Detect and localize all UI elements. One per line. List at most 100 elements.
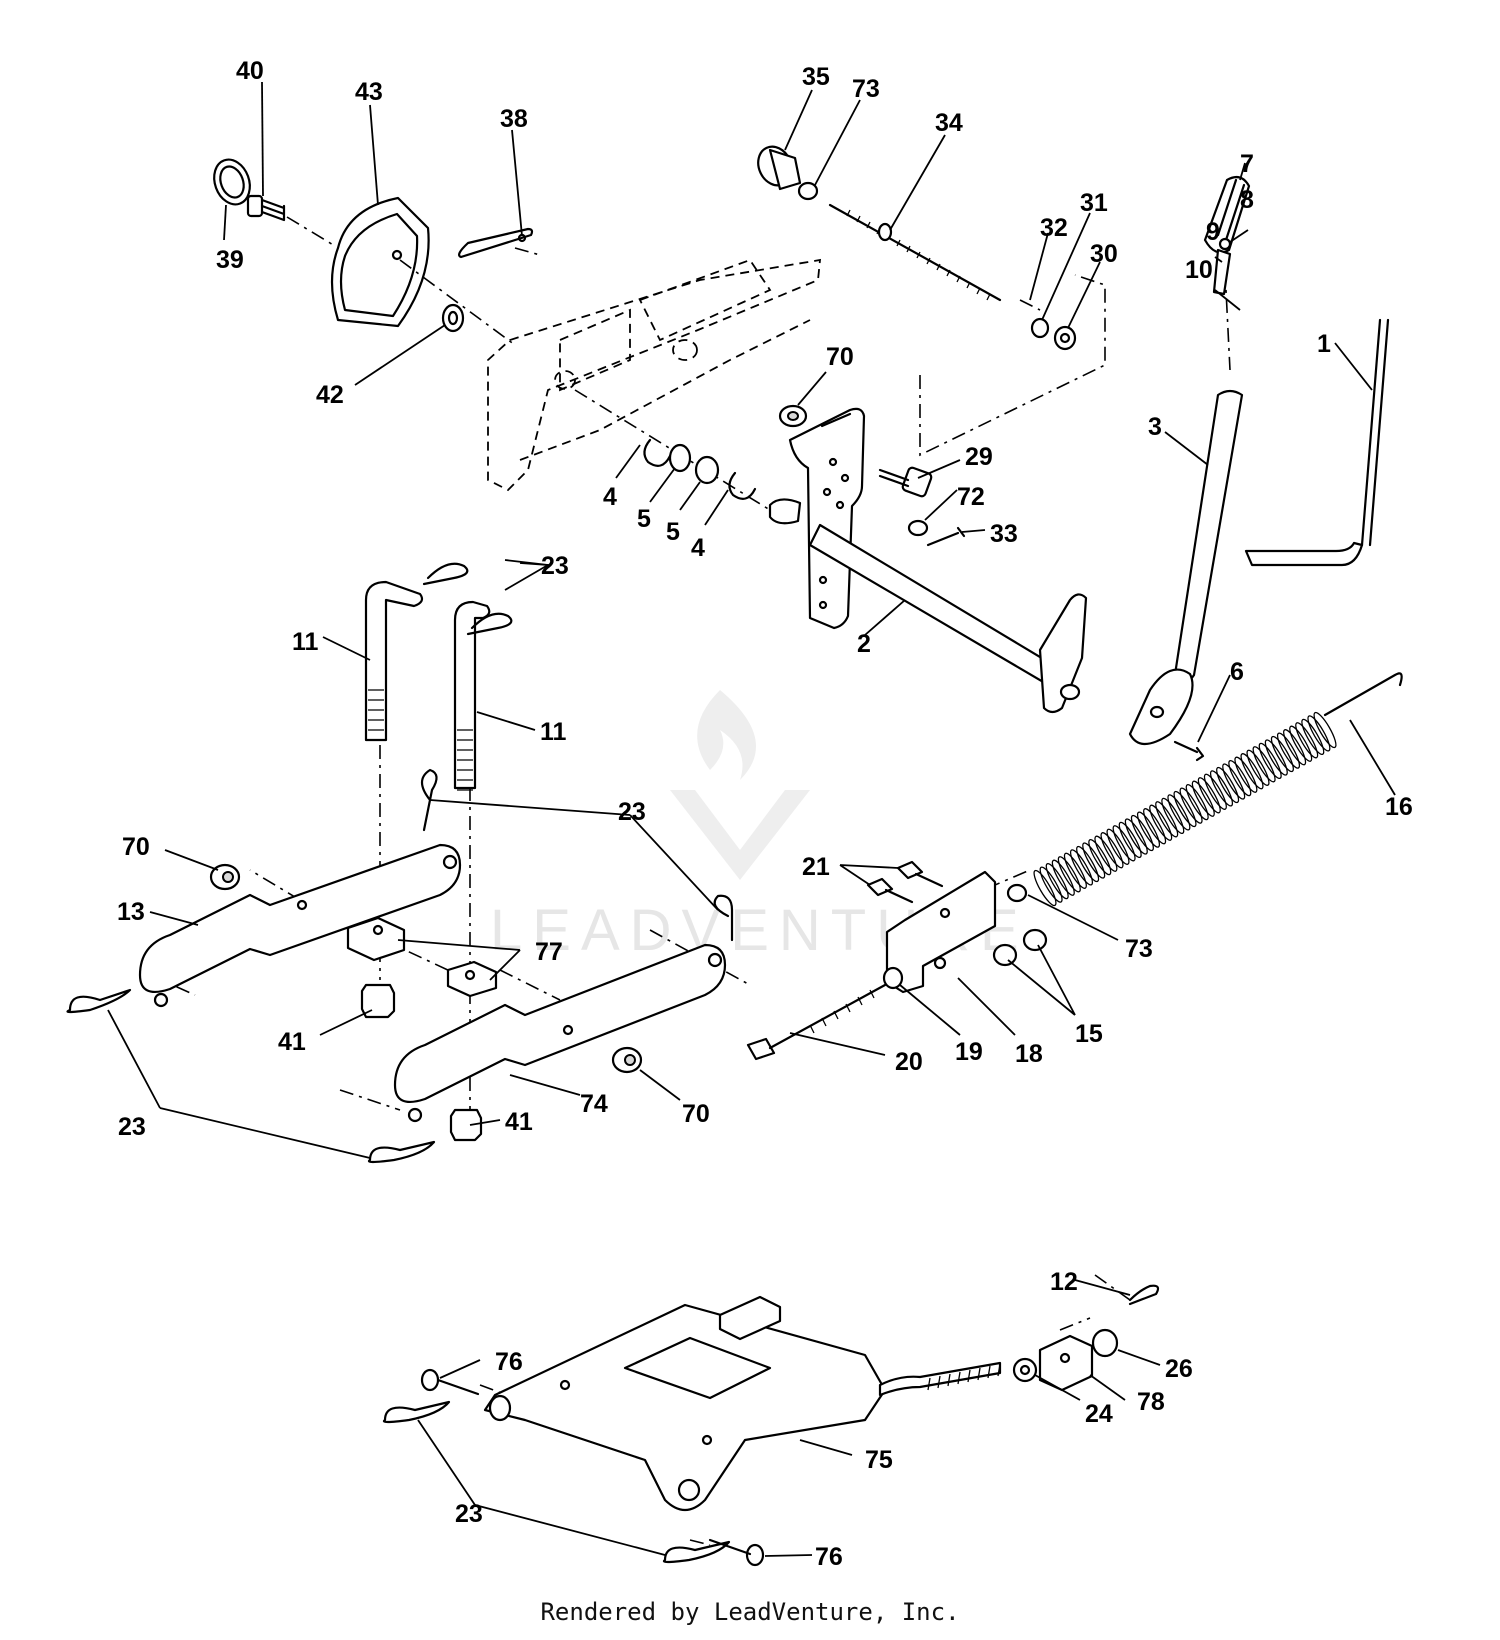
callout-23-bottom[interactable]: 23 <box>455 1500 483 1528</box>
part-4-clip-left[interactable] <box>643 438 672 467</box>
callout-10[interactable]: 10 <box>1185 256 1213 284</box>
callout-12[interactable]: 12 <box>1050 1268 1078 1296</box>
part-33-screw[interactable] <box>926 526 966 547</box>
callout-1[interactable]: 1 <box>1317 330 1331 358</box>
part-18-bracket[interactable] <box>885 870 997 994</box>
callout-23-mid[interactable]: 23 <box>618 798 646 826</box>
callout-4-right[interactable]: 4 <box>691 534 705 562</box>
callout-24[interactable]: 24 <box>1085 1400 1113 1428</box>
callout-76-bottom[interactable]: 76 <box>815 1543 843 1571</box>
part-41-nut-right[interactable] <box>449 1108 483 1142</box>
part-75-deck-hanger[interactable] <box>483 1295 1002 1512</box>
part-74-lift-link[interactable] <box>393 943 727 1123</box>
part-31-washer[interactable] <box>1030 317 1050 339</box>
callout-34[interactable]: 34 <box>935 109 963 137</box>
part-24-nut[interactable] <box>1012 1357 1038 1383</box>
part-29-swivel[interactable] <box>878 466 933 498</box>
part-76-pin-top[interactable] <box>420 1368 480 1396</box>
part-6-bolt[interactable] <box>1173 740 1205 762</box>
callout-5-left[interactable]: 5 <box>637 505 651 533</box>
part-23-hairpin-mid1[interactable] <box>420 768 438 832</box>
callout-9[interactable]: 9 <box>1206 218 1220 246</box>
part-23-hairpin-top1[interactable] <box>422 562 469 586</box>
callout-38[interactable]: 38 <box>500 105 528 133</box>
callout-23-left[interactable]: 23 <box>118 1113 146 1141</box>
part-73-nut-top[interactable] <box>797 181 819 201</box>
callout-2[interactable]: 2 <box>857 630 871 658</box>
callout-39[interactable]: 39 <box>216 246 244 274</box>
part-76-pin-bottom[interactable] <box>708 1538 765 1567</box>
part-70-nut-top[interactable] <box>778 404 808 428</box>
callout-15[interactable]: 15 <box>1075 1020 1103 1048</box>
part-34-adjuster-rod[interactable] <box>828 203 1002 302</box>
part-21-bolt-upper[interactable] <box>896 860 944 888</box>
part-43-gauge-indicator[interactable] <box>330 196 430 328</box>
callout-11-left[interactable]: 11 <box>292 628 319 656</box>
callout-4-left[interactable]: 4 <box>603 483 617 511</box>
part-38-pin[interactable] <box>458 227 534 259</box>
callout-41-right[interactable]: 41 <box>505 1108 533 1136</box>
callout-11-right[interactable]: 11 <box>540 718 567 746</box>
part-21-bolt-lower[interactable] <box>866 877 914 904</box>
part-23-hairpin-mid2[interactable] <box>713 894 734 942</box>
callout-41-left[interactable]: 41 <box>278 1028 306 1056</box>
part-41-nut-left[interactable] <box>360 983 396 1019</box>
callout-70-right[interactable]: 70 <box>682 1100 710 1128</box>
part-70-nut-right[interactable] <box>611 1046 643 1074</box>
callout-43[interactable]: 43 <box>355 78 383 106</box>
callout-26[interactable]: 26 <box>1165 1355 1193 1383</box>
part-72-washer[interactable] <box>907 519 929 537</box>
callout-6[interactable]: 6 <box>1230 658 1244 686</box>
part-30-nut[interactable] <box>1053 325 1077 351</box>
callout-35[interactable]: 35 <box>802 63 830 91</box>
part-23-hairpin-left[interactable] <box>66 988 132 1014</box>
callout-19[interactable]: 19 <box>955 1038 983 1066</box>
part-19-washer[interactable] <box>882 966 904 990</box>
part-9-plunger[interactable] <box>1212 248 1232 296</box>
part-23-hairpin-lower[interactable] <box>367 1140 436 1164</box>
part-3-lift-handle[interactable] <box>1128 389 1244 746</box>
callout-31[interactable]: 31 <box>1080 189 1108 217</box>
part-5-washer-right[interactable] <box>694 455 720 485</box>
part-4-clip-right[interactable] <box>728 471 757 500</box>
part-73-nut-right[interactable] <box>1006 883 1028 903</box>
part-23-hairpin-top2[interactable] <box>466 612 513 636</box>
callout-74[interactable]: 74 <box>580 1090 608 1118</box>
part-13-lift-link[interactable] <box>138 843 462 1008</box>
callout-42[interactable]: 42 <box>316 381 344 409</box>
part-20-bolt[interactable] <box>746 983 887 1061</box>
callout-78[interactable]: 78 <box>1137 1388 1165 1416</box>
callout-23-top[interactable]: 23 <box>541 552 569 580</box>
callout-29[interactable]: 29 <box>965 443 993 471</box>
part-42-washer[interactable] <box>441 303 465 333</box>
callout-18[interactable]: 18 <box>1015 1040 1043 1068</box>
part-11-jbolt-left[interactable] <box>364 580 424 742</box>
callout-30[interactable]: 30 <box>1090 240 1118 268</box>
part-40-screw[interactable] <box>246 194 286 222</box>
part-23-hairpin-lower-left[interactable] <box>382 1400 451 1424</box>
part-39-clip[interactable] <box>208 155 256 210</box>
part-7-grip[interactable] <box>1203 175 1251 254</box>
callout-16[interactable]: 16 <box>1385 793 1413 821</box>
part-8-ball[interactable] <box>1218 237 1232 251</box>
callout-33[interactable]: 33 <box>990 520 1018 548</box>
part-2-lift-shaft[interactable] <box>768 407 1088 714</box>
part-16-spring[interactable] <box>1031 672 1403 907</box>
callout-7[interactable]: 7 <box>1240 150 1254 178</box>
callout-21[interactable]: 21 <box>802 853 830 881</box>
callout-13[interactable]: 13 <box>117 898 145 926</box>
part-26-nut[interactable] <box>1091 1328 1119 1358</box>
callout-3[interactable]: 3 <box>1148 413 1162 441</box>
part-70-nut-left[interactable] <box>209 863 241 891</box>
part-23-hairpin-bottom[interactable] <box>662 1540 731 1564</box>
callout-40[interactable]: 40 <box>236 57 264 85</box>
callout-75[interactable]: 75 <box>865 1446 893 1474</box>
callout-8[interactable]: 8 <box>1240 186 1254 214</box>
callout-20[interactable]: 20 <box>895 1048 923 1076</box>
part-12-hairpin[interactable] <box>1128 1284 1160 1306</box>
part-1-rod[interactable] <box>1244 318 1390 567</box>
callout-5-right[interactable]: 5 <box>666 518 680 546</box>
callout-76-top[interactable]: 76 <box>495 1348 523 1376</box>
callout-72[interactable]: 72 <box>957 483 985 511</box>
part-5-washer-left[interactable] <box>668 443 692 473</box>
